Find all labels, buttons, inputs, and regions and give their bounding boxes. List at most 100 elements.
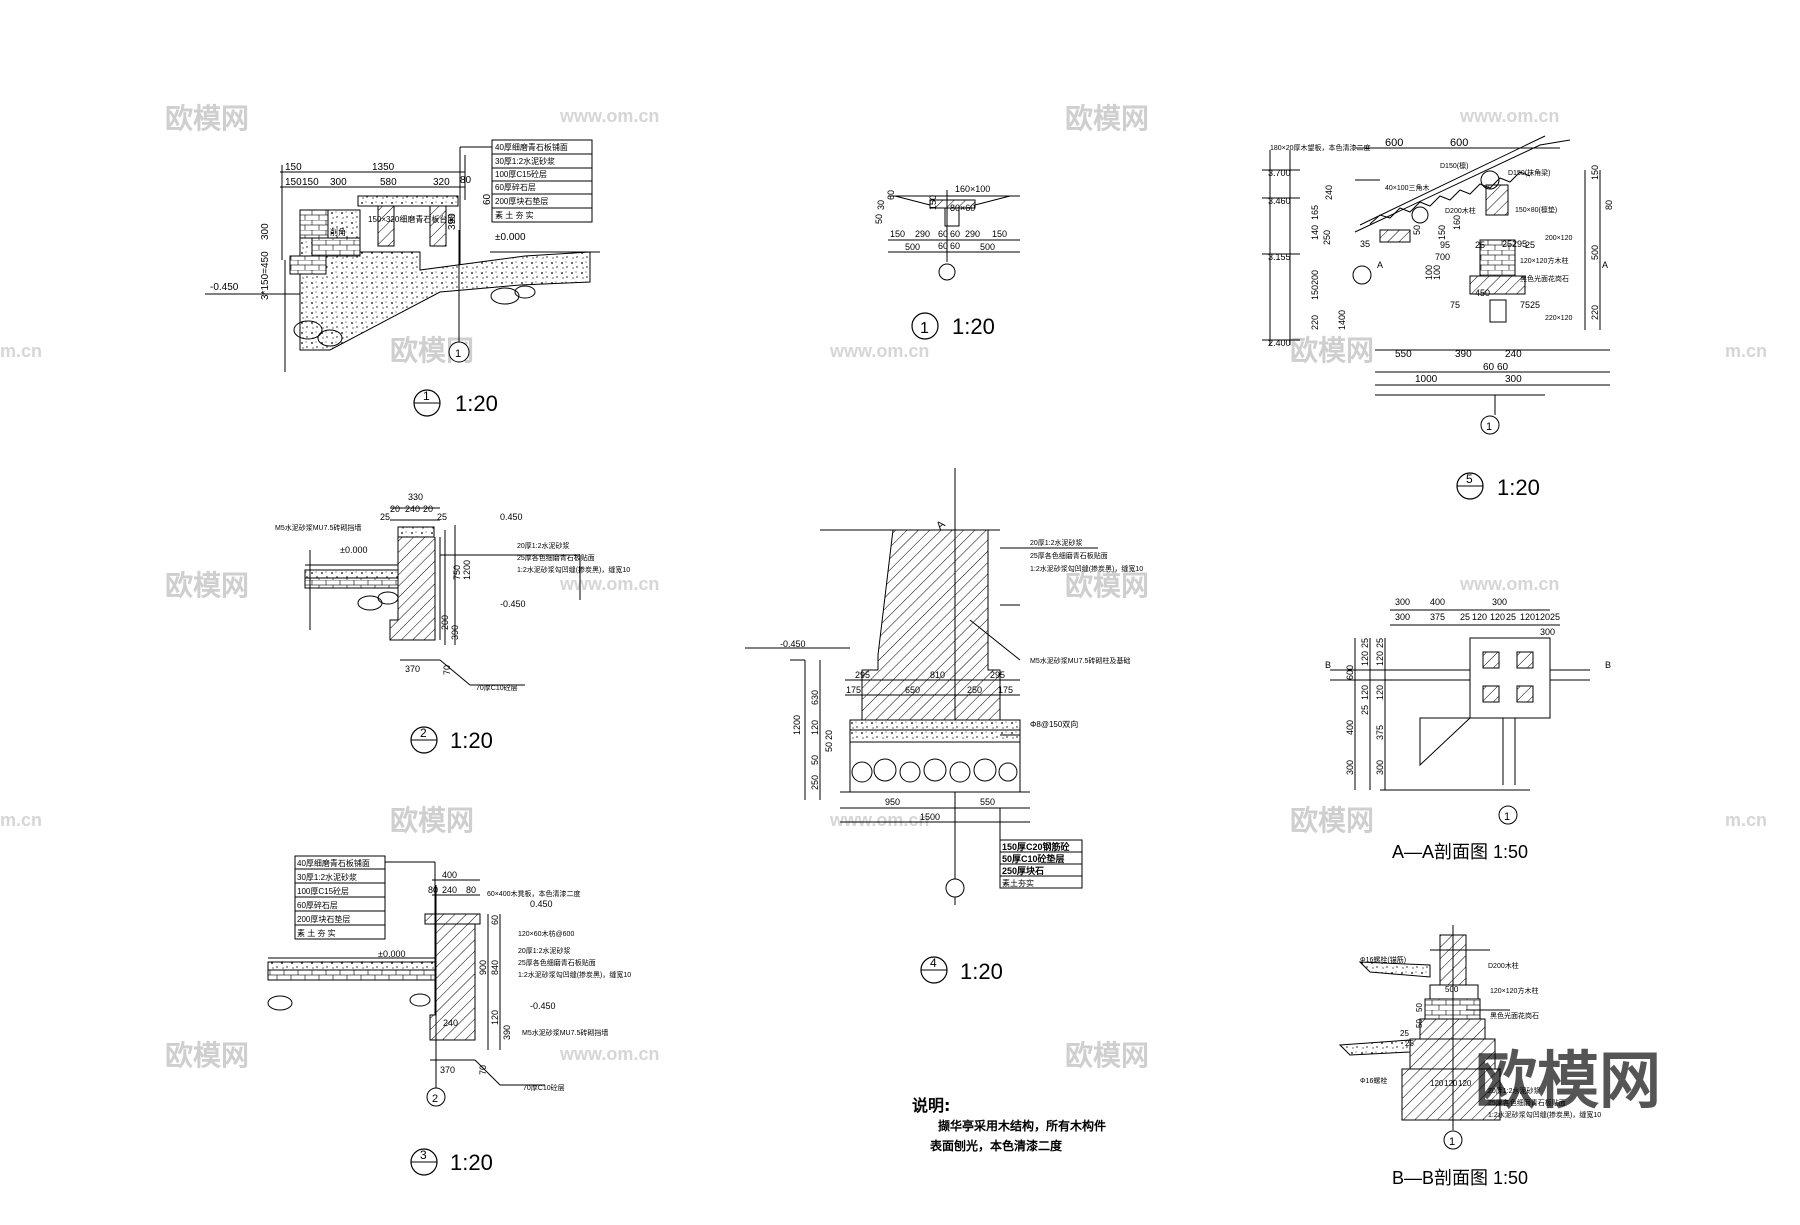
svg-text:120: 120 (1520, 612, 1535, 622)
watermark-brand: 欧模网 (165, 1040, 249, 1071)
svg-text:80: 80 (460, 175, 472, 186)
svg-text:120: 120 (1360, 651, 1370, 666)
rubble-stones (851, 758, 1018, 783)
svg-text:25厚各色细磨青石板贴面: 25厚各色细磨青石板贴面 (517, 553, 595, 562)
svg-text:黑色光面花岗石: 黑色光面花岗石 (1490, 1011, 1539, 1020)
svg-text:250: 250 (810, 775, 820, 790)
svg-text:290: 290 (965, 229, 980, 239)
svg-text:1500: 1500 (920, 812, 940, 822)
watermark-url: www.om.cn (1459, 106, 1559, 126)
svg-text:150×80(檩垫): 150×80(檩垫) (1515, 205, 1557, 214)
svg-text:220: 220 (1590, 305, 1600, 320)
detail-1-scale-label: 1 1:20 (413, 389, 498, 417)
svg-text:40厚细磨青石板铺面: 40厚细磨青石板铺面 (297, 858, 370, 868)
svg-text:165: 165 (1310, 205, 1320, 220)
svg-text:600: 600 (1345, 665, 1355, 680)
svg-text:25: 25 (1360, 638, 1370, 648)
svg-text:25: 25 (1550, 612, 1560, 622)
svg-text:160: 160 (1452, 215, 1462, 230)
detail-5-eave-section (1262, 135, 1610, 435)
svg-text:295: 295 (990, 670, 1005, 680)
svg-text:50厚C10砼垫层: 50厚C10砼垫层 (1002, 853, 1065, 864)
svg-text:70厚C10砼层: 70厚C10砼层 (523, 1083, 565, 1092)
svg-text:390: 390 (447, 213, 458, 230)
svg-text:60: 60 (1497, 362, 1509, 373)
svg-text:20: 20 (423, 504, 433, 514)
svg-text:素 土 夯 实: 素 土 夯 实 (297, 928, 336, 938)
svg-text:1: 1 (1486, 421, 1492, 433)
svg-text:25厚各色细磨青石板贴面: 25厚各色细磨青石板贴面 (1030, 551, 1108, 560)
notes-heading: 说明: (912, 1096, 951, 1115)
svg-text:370: 370 (440, 1065, 455, 1075)
svg-text:60: 60 (886, 190, 896, 200)
svg-text:Φ16螺栓(锚筋): Φ16螺栓(锚筋) (1360, 955, 1406, 964)
svg-text:60×400木凳板，本色清漆二度: 60×400木凳板，本色清漆二度 (487, 889, 581, 898)
svg-text:25: 25 (437, 512, 447, 522)
svg-text:200×120: 200×120 (1545, 235, 1573, 242)
svg-text:40厚细磨青石板铺面: 40厚细磨青石板铺面 (495, 142, 568, 152)
watermark-brand: 欧模网 (165, 103, 249, 134)
svg-text:20: 20 (390, 504, 400, 514)
svg-text:20厚1:2水泥砂浆: 20厚1:2水泥砂浆 (1030, 538, 1083, 547)
svg-text:3.460: 3.460 (1268, 196, 1291, 206)
svg-text:400: 400 (1430, 597, 1445, 607)
svg-text:150厚C20钢筋砼: 150厚C20钢筋砼 (1002, 841, 1071, 852)
svg-text:35: 35 (1360, 239, 1370, 249)
svg-text:-0.450: -0.450 (780, 639, 806, 649)
svg-text:120×120方木柱: 120×120方木柱 (1520, 256, 1568, 265)
svg-text:70: 70 (478, 1065, 488, 1075)
detail-4-column-foundation (745, 468, 1098, 905)
svg-text:80×60: 80×60 (950, 203, 975, 213)
svg-text:370: 370 (405, 664, 420, 674)
svg-text:300: 300 (1540, 627, 1555, 637)
svg-text:120×120方木柱: 120×120方木柱 (1490, 986, 1538, 995)
watermark-url: www.om.cn (829, 341, 929, 361)
svg-text:100厚C15砼层: 100厚C15砼层 (495, 169, 547, 179)
svg-text:140: 140 (1310, 225, 1320, 240)
svg-text:D200木柱: D200木柱 (1445, 206, 1476, 215)
svg-text:550: 550 (1395, 349, 1412, 360)
svg-text:120: 120 (1444, 1079, 1458, 1088)
svg-text:150: 150 (285, 162, 302, 173)
svg-text:150: 150 (992, 229, 1007, 239)
svg-text:20: 20 (824, 730, 834, 740)
svg-text:175: 175 (998, 685, 1013, 695)
watermark-brand: 欧模网 (1290, 335, 1374, 366)
svg-text:1: 1 (423, 389, 430, 403)
svg-text:B: B (1325, 660, 1331, 670)
svg-text:25: 25 (1506, 612, 1516, 622)
svg-text:120: 120 (1375, 685, 1385, 700)
svg-text:20厚1:2水泥砂浆: 20厚1:2水泥砂浆 (517, 541, 570, 550)
svg-text:200厚块石垫层: 200厚块石垫层 (297, 914, 350, 924)
notes-line-1: 撷华亭采用木结构，所有木构件 (938, 1119, 1107, 1133)
svg-text:3.700: 3.700 (1268, 168, 1291, 178)
svg-text:25: 25 (380, 512, 390, 522)
svg-text:240: 240 (443, 1018, 458, 1028)
svg-text:-0.450: -0.450 (500, 599, 526, 609)
svg-text:A: A (1602, 260, 1608, 270)
svg-text:60: 60 (1483, 362, 1495, 373)
svg-text:1350: 1350 (372, 162, 395, 173)
svg-text:120: 120 (1472, 612, 1487, 622)
svg-text:M5水泥砂浆MU7.5砖砌柱及基础: M5水泥砂浆MU7.5砖砌柱及基础 (1030, 656, 1130, 665)
svg-text:3*150=450: 3*150=450 (260, 251, 271, 300)
svg-text:60: 60 (482, 193, 493, 205)
svg-text:80: 80 (1604, 200, 1614, 210)
svg-text:100: 100 (1424, 265, 1434, 280)
svg-text:1400: 1400 (1337, 310, 1347, 330)
svg-text:3.155: 3.155 (1268, 252, 1291, 262)
detail-1b-bench-section (888, 190, 1020, 281)
svg-text:500: 500 (905, 242, 920, 252)
svg-text:300: 300 (1395, 612, 1410, 622)
watermark-brand: 欧模网 (390, 805, 474, 836)
detail-1b-scale-label: 1 1:20 (911, 312, 995, 340)
svg-text:1:20: 1:20 (952, 314, 995, 339)
watermark-url: www.om.cn (559, 106, 659, 126)
detail-2-scale-label: 2 1:20 (410, 726, 493, 754)
svg-text:D150(檩): D150(檩) (1440, 161, 1468, 170)
svg-text:2: 2 (420, 726, 427, 740)
svg-text:120×60木枋@600: 120×60木枋@600 (518, 929, 574, 938)
svg-text:900: 900 (478, 960, 488, 975)
detail-1-step-section (205, 139, 600, 372)
svg-text:0.450: 0.450 (530, 899, 553, 909)
